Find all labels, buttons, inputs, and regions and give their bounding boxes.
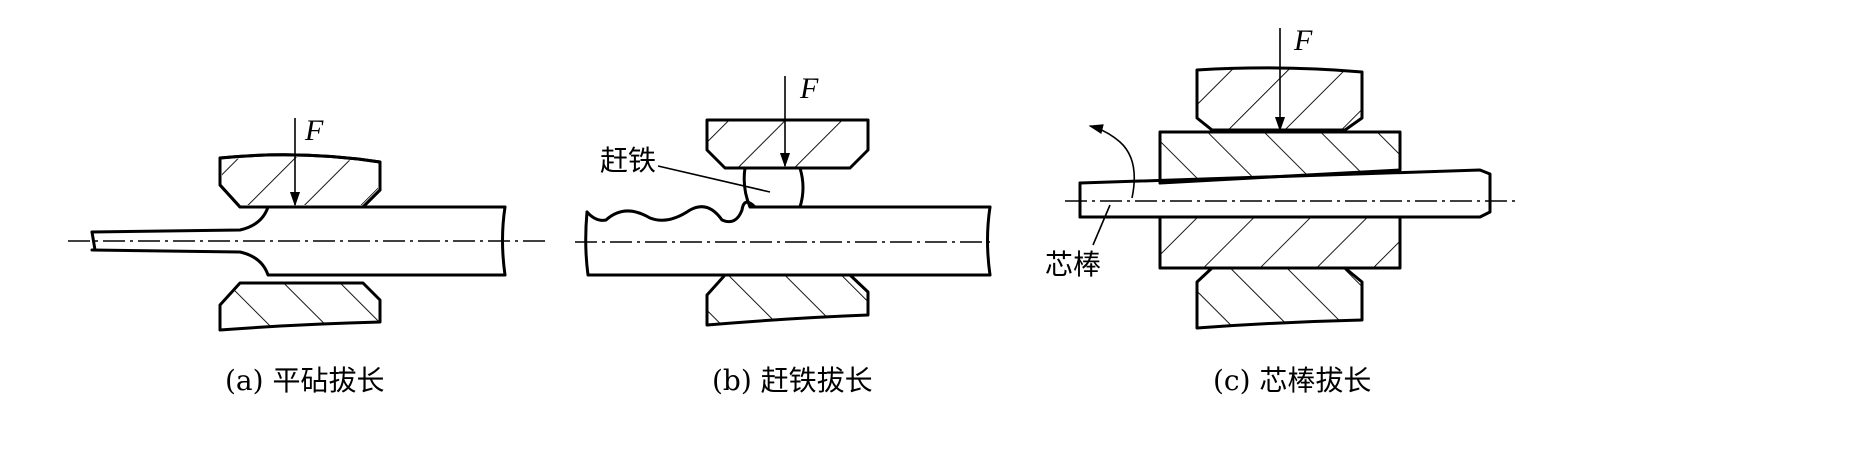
- workpiece-upper-c: [1160, 132, 1400, 183]
- mandrel: [1078, 168, 1492, 219]
- workpiece-a: [90, 205, 507, 234]
- panel-c: F 芯棒 (c) 芯棒拔长: [1045, 24, 1520, 397]
- callout-fuller: 赶铁: [600, 144, 656, 177]
- force-label-a: F: [304, 114, 324, 147]
- rotation-arrow: [1088, 124, 1136, 199]
- caption-a: (a) 平砧拔长: [225, 364, 384, 397]
- force-label-b: F: [799, 72, 819, 105]
- caption-b: (b) 赶铁拔长: [712, 364, 873, 397]
- force-label-c: F: [1293, 24, 1313, 57]
- panel-b: F 赶铁 (b) 赶铁拔长: [575, 72, 995, 397]
- lower-anvil-c: [1197, 268, 1362, 328]
- upper-tool-b: [707, 120, 868, 168]
- workpiece-lower-c: [1160, 217, 1400, 268]
- callout-line-c: [1092, 204, 1111, 246]
- callout-mandrel: 芯棒: [1045, 248, 1101, 281]
- callout-line-b: [657, 165, 771, 193]
- lower-anvil-a: [220, 283, 380, 330]
- lower-anvil-b: [707, 275, 868, 325]
- panel-a: F (a) 平砧拔长: [68, 114, 548, 397]
- caption-c: (c) 芯棒拔长: [1213, 364, 1371, 397]
- workpiece-b: [585, 200, 992, 224]
